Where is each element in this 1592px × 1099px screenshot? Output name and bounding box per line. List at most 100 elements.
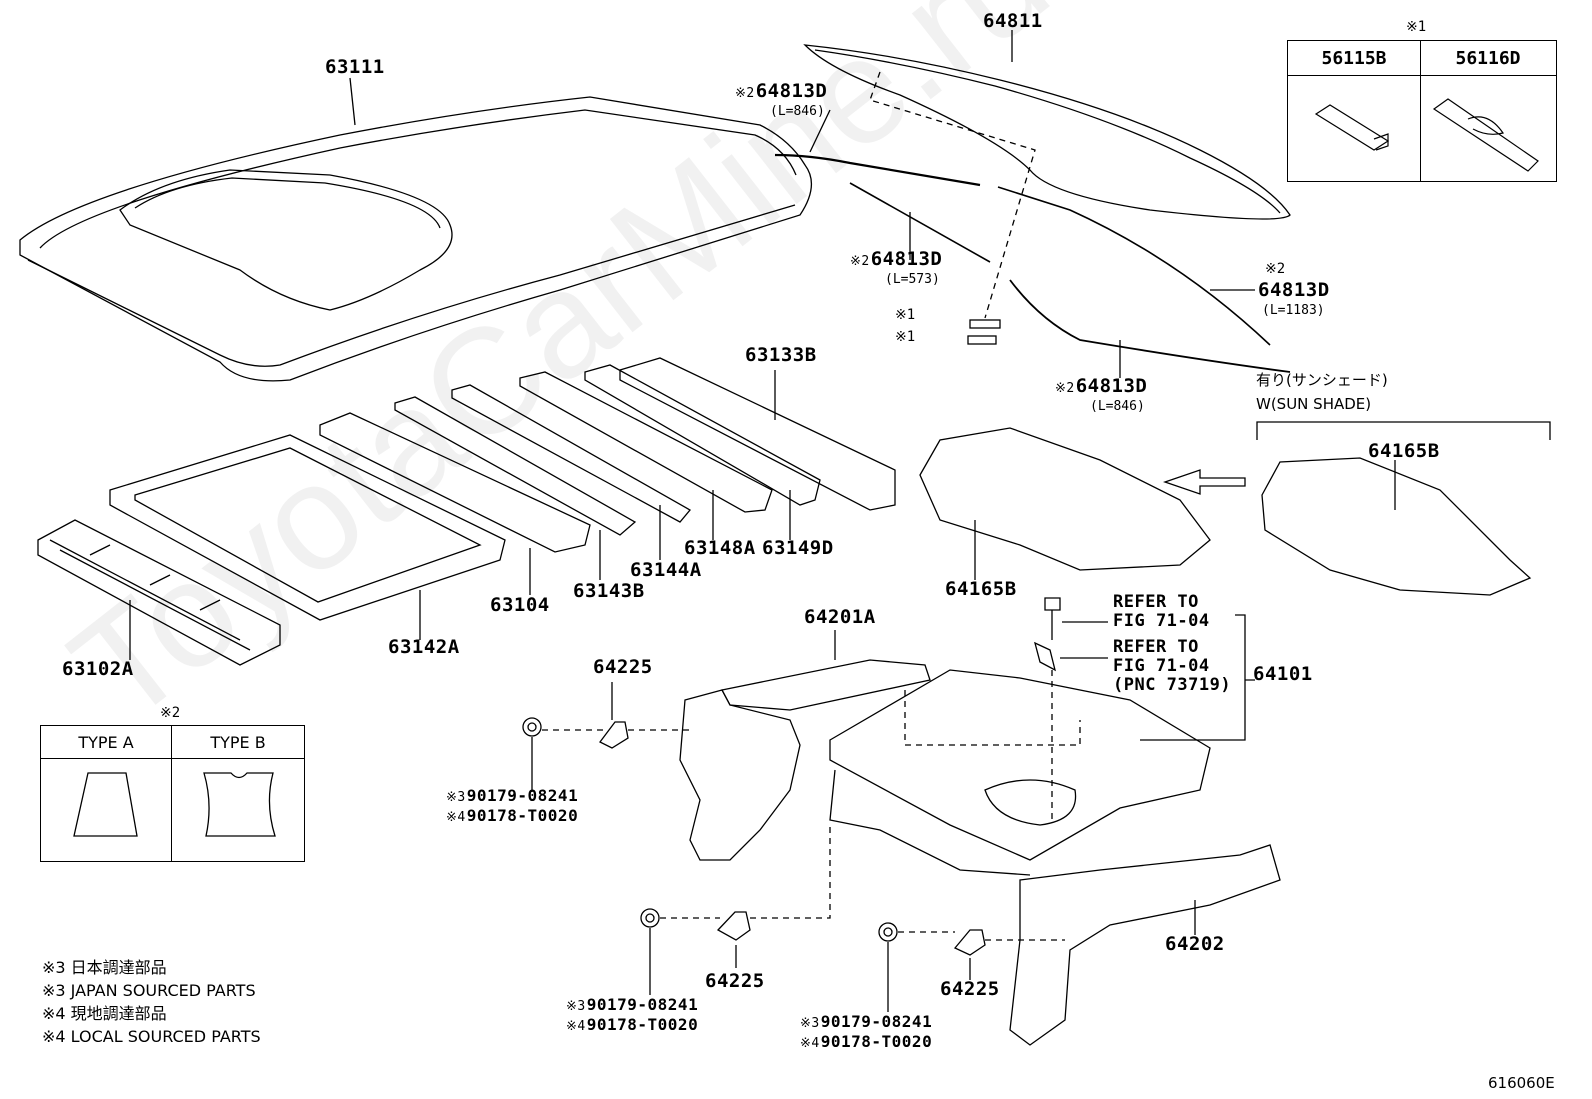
fastener-3-japan-pn: 90179-08241: [820, 1012, 933, 1031]
nut-3-shape: [878, 922, 898, 942]
label-brace: 64202: [1165, 933, 1225, 955]
fastener-3-local: ※490178-T0020: [800, 1032, 933, 1051]
direction-arrow: [1162, 469, 1246, 495]
label-back-glass: 64811: [983, 10, 1043, 32]
mark-3: ※3: [800, 1016, 820, 1031]
label-weatherstrip-right-length: (L=1183): [1262, 303, 1325, 318]
clip-ref-shape: [1034, 641, 1056, 672]
type-b-shape: [203, 772, 276, 837]
fastener-2-japan: ※390179-08241: [566, 997, 698, 1014]
clip-table-col2: 56116D: [1455, 48, 1521, 69]
brace-shape: [1009, 844, 1281, 1046]
fastener-1-japan: ※390179-08241: [446, 786, 579, 805]
silencer-right-shape: [1261, 457, 1532, 596]
weatherstrip-right-shape: [997, 186, 1271, 346]
legend-line-1: ※3 日本調達部品: [42, 958, 167, 977]
legend-line-2: ※3 JAPAN SOURCED PARTS: [42, 981, 256, 1000]
label-package-tray-panel: 64101: [1253, 663, 1313, 685]
label-roof-bow-5: 63149D: [762, 537, 834, 559]
bow-63149d-shape: [584, 364, 821, 506]
mark-1-clip-b: ※1: [895, 329, 916, 345]
label-weatherstrip-top: ※264813D: [735, 82, 827, 101]
legend-line-4: ※4 LOCAL SOURCED PARTS: [42, 1027, 261, 1046]
type-table-col2: TYPE B: [210, 733, 266, 752]
mark-4: ※4: [566, 1019, 586, 1034]
bow-63143b-shape: [394, 396, 637, 536]
type-table-col1: TYPE A: [78, 733, 134, 752]
label-roof-bow-1: 63104: [490, 594, 550, 616]
fastener-1-japan-pn: 90179-08241: [466, 786, 579, 805]
label-weatherstrip-top-length: (L=846): [770, 104, 825, 119]
label-sunroof-frame: 63142A: [388, 636, 460, 658]
bow-63148a-shape: [519, 371, 773, 513]
weatherstrip-top-shape: [774, 153, 981, 187]
figure-id: 616060E: [1488, 1074, 1555, 1092]
side-bracket-shape: [679, 689, 801, 861]
clip-table: 56115B 56116D: [1287, 40, 1557, 182]
clip-a-shape: [969, 319, 1001, 329]
bolt-shape: [1044, 597, 1061, 640]
label-roof-bow-3: 63144A: [630, 559, 702, 581]
refer-2-line3: (PNC 73719): [1113, 675, 1232, 695]
mark-3: ※3: [446, 790, 466, 805]
label-bracket-mid: 64225: [705, 970, 765, 992]
roof-front-rail-shape: [37, 519, 281, 666]
label-weatherstrip-mid-pn: 64813D: [870, 248, 943, 270]
silencer-left-shape: [919, 427, 1211, 571]
refer-1-line2: FIG 71-04: [1113, 611, 1210, 631]
clip-table-drawings: [1314, 98, 1539, 172]
label-bracket-right: 64225: [940, 978, 1000, 1000]
label-package-tray-upper: 64201A: [804, 606, 876, 628]
fastener-1-local: ※490178-T0020: [446, 808, 578, 825]
package-tray-upper-shape: [721, 659, 931, 711]
type-table-mark: ※2: [160, 705, 181, 721]
label-weatherstrip-bottom: ※264813D: [1055, 377, 1147, 396]
label-roof-bow-4: 63148A: [684, 537, 756, 559]
fastener-2-local-pn: 90178-T0020: [586, 1015, 699, 1034]
bow-63144a-shape: [451, 384, 691, 523]
bow-63133b-shape: [619, 357, 896, 511]
mark-2-right: ※2: [1265, 261, 1286, 277]
weatherstrip-bottom-shape: [1009, 279, 1291, 373]
nut-2-shape: [640, 908, 660, 928]
back-glass-shape: [803, 44, 1291, 220]
label-weatherstrip-bottom-length: (L=846): [1090, 399, 1145, 414]
legend-line-3: ※4 現地調達部品: [42, 1004, 167, 1023]
type-a-shape: [73, 772, 138, 837]
fastener-3-local-pn: 90178-T0020: [820, 1032, 933, 1051]
label-weatherstrip-mid: ※264813D: [850, 250, 942, 269]
sunshade-option-jp: 有り(サンシェード): [1256, 371, 1388, 389]
clip-table-col1: 56115B: [1321, 48, 1387, 69]
mark-3: ※3: [566, 999, 586, 1014]
fastener-2-local: ※490178-T0020: [566, 1015, 699, 1034]
refer-2-line2: FIG 71-04: [1113, 656, 1210, 676]
label-silencer-right: 64165B: [1368, 440, 1440, 462]
mark-4: ※4: [800, 1036, 820, 1051]
refer-1-line1: REFER TO: [1113, 592, 1199, 612]
type-table: TYPE A TYPE B: [40, 725, 305, 862]
roof-panel-shape: [19, 96, 812, 382]
label-weatherstrip-top-pn: 64813D: [755, 80, 828, 102]
mark-2: ※2: [735, 86, 755, 101]
bow-63104-shape: [319, 412, 591, 553]
bracket-2-shape: [716, 911, 751, 941]
mark-2: ※2: [850, 254, 870, 269]
fastener-3-japan: ※390179-08241: [800, 1012, 933, 1031]
type-table-drawings: [73, 772, 276, 837]
label-roof-rear-rail: 63133B: [745, 344, 817, 366]
mark-4: ※4: [446, 810, 466, 825]
bracket-3-shape: [953, 929, 986, 956]
label-silencer-left: 64165B: [945, 578, 1017, 600]
label-roof-front-rail: 63102A: [62, 658, 134, 680]
clip-56115b-shape: [1314, 104, 1390, 151]
refer-2-line1: REFER TO: [1113, 637, 1199, 657]
sunroof-frame-shape: [109, 434, 506, 621]
mark-1-clip-a: ※1: [895, 307, 916, 323]
label-weatherstrip-bottom-pn: 64813D: [1075, 375, 1148, 397]
clip-56116d-shape: [1432, 98, 1539, 172]
weatherstrip-mid-shape: [849, 182, 991, 263]
label-bracket-top: 64225: [593, 656, 653, 678]
label-roof-panel: 63111: [325, 56, 385, 78]
clip-b-shape: [967, 335, 997, 345]
